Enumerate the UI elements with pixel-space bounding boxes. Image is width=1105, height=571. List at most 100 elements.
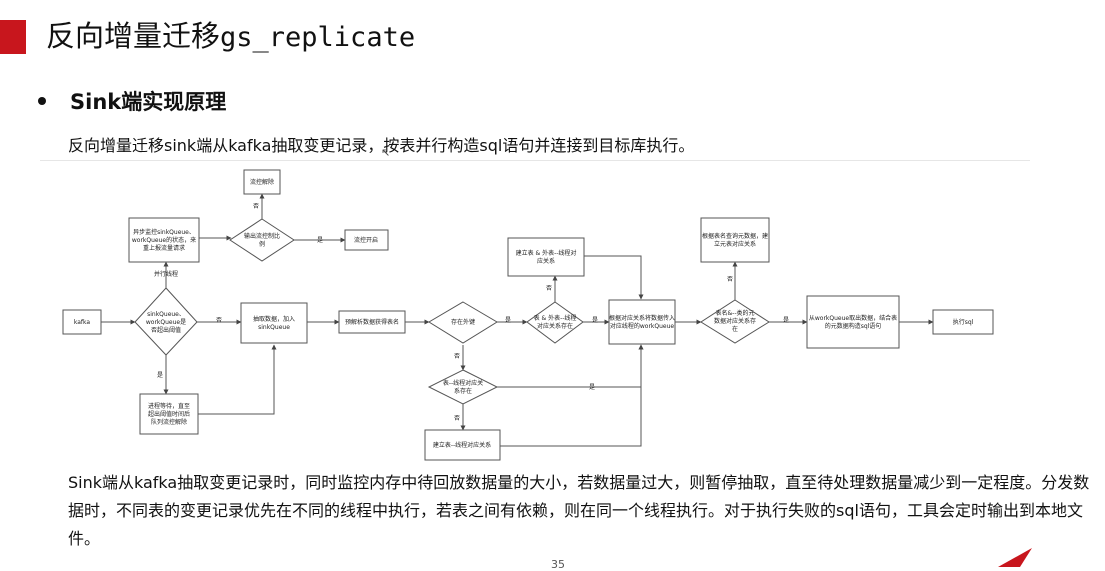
label-no-meta: 否 [727, 276, 733, 283]
corner-logo-icon [998, 548, 1032, 567]
node-release [243, 169, 281, 195]
slide-title: 反向增量迁移gs_replicate [46, 16, 415, 58]
node-flow-ratio [229, 218, 295, 262]
node-wait [139, 393, 199, 435]
node-fetch [240, 302, 308, 344]
node-dispatch [608, 299, 676, 345]
node-label-kafka: kafka [74, 319, 91, 326]
edge-buildrel2-dispatch [500, 344, 644, 447]
node-label-table-only-rel: 表--线程对应关系存在 [443, 379, 483, 395]
node-preparse [338, 310, 406, 334]
label-no-fk: 否 [454, 353, 460, 360]
node-label-line: 进程等待，直至 [148, 402, 190, 410]
section-heading-text: Sink端实现原理 [70, 90, 227, 114]
label-yes-fk: 是 [505, 317, 511, 324]
node-label-line: workQueue的状态，来 [132, 236, 196, 244]
node-label-line: 立元表对应关系 [714, 240, 756, 248]
node-label-line: sinkQueue [258, 324, 290, 331]
bullet-icon [38, 97, 46, 105]
node-label-flow-ratio: 输出流控制比例 [244, 232, 280, 248]
node-label-line: 抽取数据，加入 [253, 315, 295, 323]
node-label-line: sinkQueue、 [147, 311, 185, 318]
flowchart-edges [101, 193, 934, 447]
node-label-line: 例 [259, 240, 265, 248]
node-label-line: 表 & 外表--线程 [534, 314, 577, 322]
node-label-flow-on: 流控开启 [354, 236, 378, 244]
body-paragraph: Sink端从kafka抽取变更记录时，同时监控内存中待回放数据量的大小，若数据量… [68, 473, 1090, 548]
node-label-line: 在 [732, 325, 738, 333]
label-yes-tablethread: 是 [592, 317, 598, 324]
node-label-line: 表--线程对应关 [443, 379, 483, 387]
node-label-line: 重上报流量请求 [143, 244, 185, 252]
node-label-build-rel-1: 建立表 & 外表--线程对应关系 [516, 249, 577, 265]
node-async-monitor [128, 217, 200, 263]
node-label-line: 否超出阈值 [151, 326, 181, 334]
label-yes-check: 是 [157, 372, 163, 379]
node-label-foreign-key: 存在外键 [451, 318, 475, 326]
label-yes-ratio: 是 [317, 237, 323, 244]
node-build-rel-1 [507, 237, 585, 277]
page-number: 35 [551, 558, 565, 571]
node-label-line: 对应关系存在 [537, 322, 573, 330]
node-label-wait: 进程等待，直至超出阈值时间后队列流控解除 [148, 402, 190, 426]
node-table-thread-rel [526, 301, 584, 344]
label-yes-tableonly: 是 [589, 384, 595, 391]
mouse-cursor-icon: ↖ [381, 146, 391, 159]
node-label-preparse: 预解析数据获得表名 [345, 318, 399, 326]
node-label-line: 系存在 [454, 387, 472, 395]
node-label-line: 预解析数据获得表名 [345, 318, 399, 326]
node-flow-on [344, 229, 389, 251]
node-build-rel-2 [424, 429, 501, 461]
flowchart-shapes [62, 169, 994, 461]
label-yes-meta: 是 [783, 317, 789, 324]
label-no-ratio: 否 [253, 203, 259, 210]
node-label-line: 队列流控解除 [151, 418, 187, 426]
node-label-check-threshold: sinkQueue、workQueue是否超出阈值 [146, 311, 186, 334]
node-meta-check [700, 299, 770, 344]
divider [40, 160, 1030, 161]
edge-wait-fetch [198, 344, 277, 415]
node-label-line: 应关系 [537, 257, 555, 265]
node-build-meta [700, 217, 770, 263]
node-label-line: 根据表名查询元数据，建 [702, 232, 768, 240]
node-label-line: 输出流控制比 [244, 232, 280, 240]
node-label-line: 数据对应关系存 [714, 317, 756, 325]
node-label-line: 存在外键 [451, 318, 475, 326]
node-construct-sql [806, 295, 900, 349]
node-label-line: 表名&--类的元 [715, 309, 754, 317]
label-no-tablethread: 否 [546, 285, 552, 292]
node-label-meta-check: 表名&--类的元数据对应关系存在 [714, 309, 756, 333]
node-label-line: 异步监控sinkQueue、 [133, 228, 195, 236]
node-kafka [62, 309, 102, 335]
label-no-check-fetch: 否 [216, 317, 222, 324]
edge-tableonly-dispatch [497, 344, 644, 388]
node-label-line: 执行sql [953, 318, 974, 326]
intro-text: 反向增量迁移sink端从kafka抽取变更记录，按表并行构造sql语句并连接到目… [68, 136, 695, 155]
flowchart-edge-labels: 否 是 是 否 否 是 否 是 否 是 并行线程 否 是 [154, 203, 789, 422]
node-label-build-meta: 根据表名查询元数据，建立元表对应关系 [702, 232, 768, 248]
node-label-line: 建立表 & 外表--线程对 [516, 249, 577, 257]
node-label-line: workQueue是 [146, 319, 186, 326]
node-label-dispatch: 根据对应关系将数据传入对应线程的workQueue [609, 314, 675, 330]
node-label-build-rel-2: 建立表--线程对应关系 [433, 441, 491, 449]
title-accent-bar [0, 20, 26, 54]
node-label-line: 流控开启 [354, 236, 378, 244]
section-heading: Sink端实现原理 [38, 86, 226, 116]
slide-title-cn: 反向增量迁移 [46, 19, 221, 53]
node-label-line: 流控解除 [250, 178, 274, 186]
node-label-line: 超出阈值时间后 [148, 410, 190, 418]
label-parallel-thread: 并行线程 [154, 270, 178, 278]
node-label-async-monitor: 异步监控sinkQueue、workQueue的状态，来重上报流量请求 [132, 228, 196, 252]
node-label-line: 建立表--线程对应关系 [433, 441, 491, 449]
node-label-line: kafka [74, 319, 91, 326]
node-execute-sql [932, 309, 994, 335]
node-label-line: 根据对应关系将数据传入 [609, 314, 675, 322]
label-no-tableonly: 否 [454, 415, 460, 422]
edge-buildrel1-dispatch [584, 255, 644, 300]
slide-title-latin: gs_replicate [220, 22, 416, 53]
node-label-line: 对应线程的workQueue [610, 322, 675, 330]
node-label-table-thread-rel: 表 & 外表--线程对应关系存在 [534, 314, 577, 330]
